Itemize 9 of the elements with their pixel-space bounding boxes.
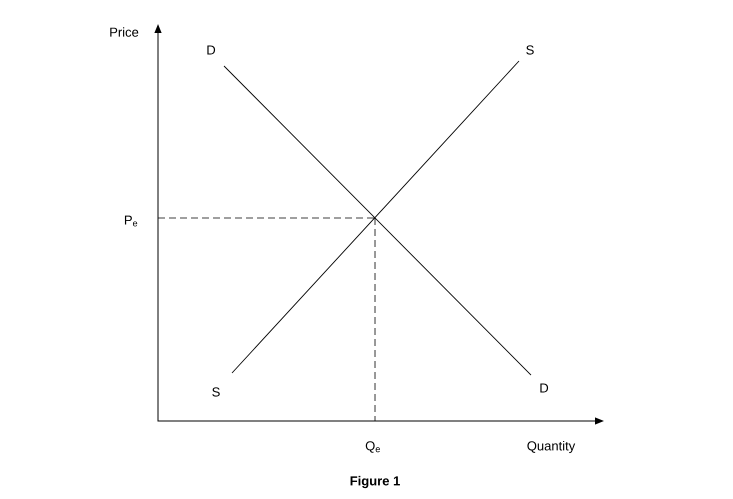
axis-label: Price [110, 27, 138, 37]
axis-label: Quantity [527, 440, 576, 454]
curve-label: D [207, 46, 216, 54]
quantity-label: Q$_{e}$ [366, 441, 380, 453]
price-label: P$_{e}$ [124, 216, 138, 226]
curve-label: S [526, 45, 534, 55]
figure-caption: Figure 1 [350, 476, 400, 488]
curve-label: S [212, 387, 220, 397]
curve-label: D [540, 384, 548, 392]
